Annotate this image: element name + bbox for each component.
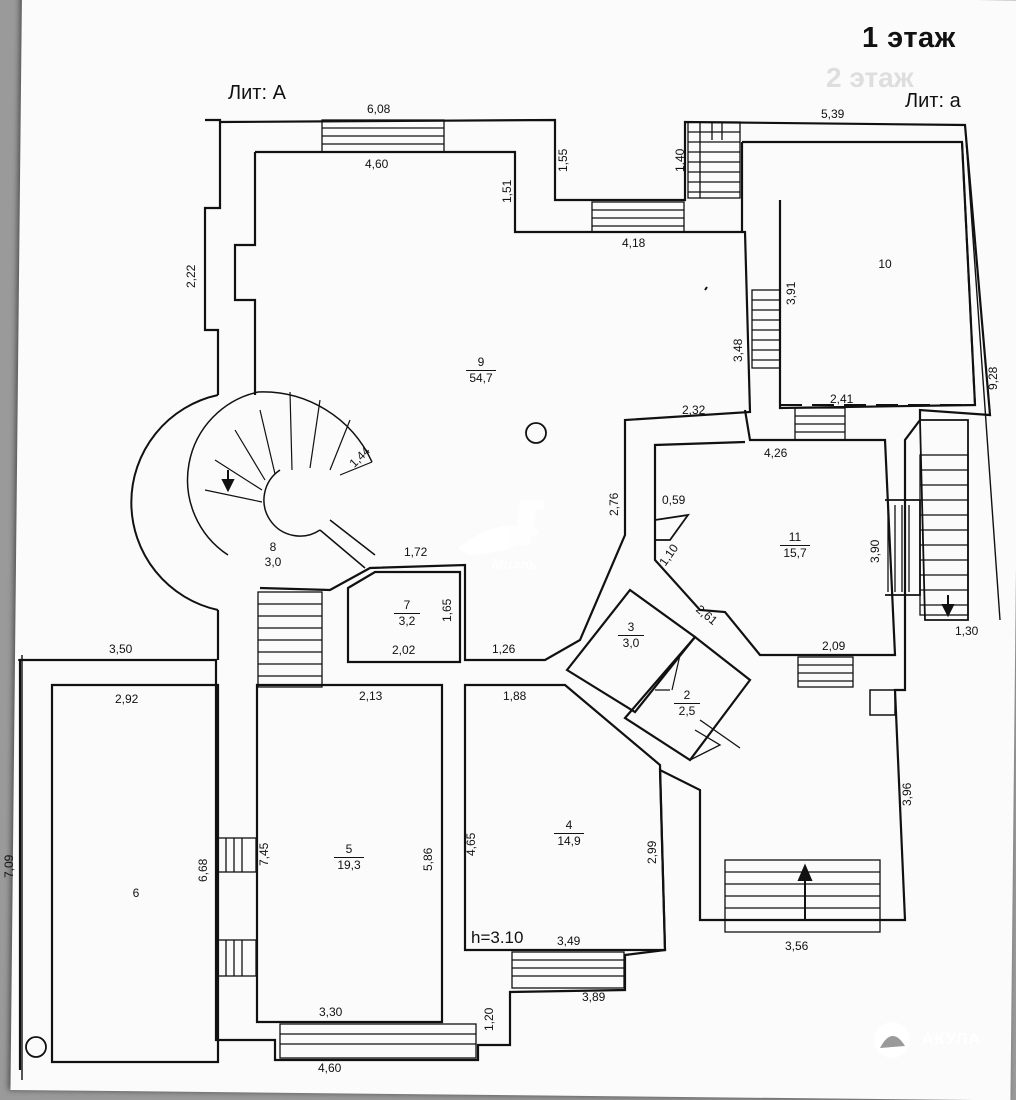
dim-label: 1,30 [955, 624, 979, 638]
hall-wall [255, 150, 752, 662]
dim-label: 2,32 [682, 403, 706, 417]
window-left-2 [217, 939, 257, 977]
dim-label: 3,50 [109, 642, 133, 656]
dim-label: 1,20 [482, 1007, 496, 1031]
dim-label: 3,30 [319, 1005, 343, 1019]
dim-label: 7,45 [257, 842, 271, 866]
stairs-top-annex [687, 121, 741, 199]
lit-label-a-lower: Лит: а [905, 90, 961, 112]
dim-label: 0,59 [662, 493, 686, 507]
dim-label: 4,65 [464, 832, 478, 856]
dim-label: 2,41 [830, 392, 854, 406]
dim-label: 4,60 [318, 1061, 342, 1075]
dim-label: 2,02 [392, 643, 416, 657]
dim-label: 1,55 [556, 148, 570, 172]
dim-label: 4,60 [365, 157, 389, 171]
dim-label: 7,09 [2, 854, 16, 878]
window-top [321, 119, 445, 153]
window-mid [591, 201, 685, 233]
dim-label: 3,90 [868, 539, 882, 563]
akula-logo [874, 1022, 910, 1058]
ghost-title: 2 этаж [826, 62, 914, 93]
dim-label: 5,39 [821, 107, 845, 121]
room-label-10: 10 [878, 257, 892, 271]
dim-label: 3,89 [582, 990, 606, 1004]
dim-label: 3,48 [731, 338, 745, 362]
window-left-1 [217, 837, 257, 873]
dim-label: 1,65 [440, 598, 454, 622]
outer-wall [18, 118, 992, 1070]
stairs-right-inner [887, 505, 910, 592]
room-label-6: 6 [132, 886, 140, 900]
dim-label: 1,26 [492, 642, 516, 656]
room5-wall [255, 683, 444, 1024]
dim-label: 3,56 [785, 939, 809, 953]
window-annex-bottom [794, 407, 846, 441]
dim-label: 5,86 [421, 847, 435, 871]
stairs-under-spiral [257, 591, 323, 688]
room2-wall [623, 635, 752, 762]
stairs-annex-left [751, 289, 781, 369]
dim-label: 4,26 [764, 446, 788, 460]
dim-label: 6,08 [367, 102, 391, 116]
dim-label: 1,51 [500, 179, 514, 203]
room4-wall [463, 683, 667, 952]
page-title: 1 этаж [862, 22, 956, 54]
watermark-text: Миэль [492, 556, 537, 572]
dim-label: 3,49 [557, 934, 581, 948]
ceiling-height-label: h=3.10 [471, 928, 524, 947]
room7-wall [346, 570, 462, 664]
brand-text: АКУЛА [922, 1031, 981, 1048]
dim-label: 2,99 [645, 840, 659, 864]
dim-label: 4,18 [622, 236, 646, 250]
window-room5-bottom [279, 1023, 477, 1059]
dim-label: 2,22 [184, 264, 198, 288]
stairs-right [919, 454, 969, 616]
dim-label: 3,96 [900, 782, 914, 806]
dim-label: 9,28 [986, 366, 1000, 390]
door-rooms-2 [689, 719, 741, 761]
dim-label: 3,91 [784, 281, 798, 305]
dim-label: 2,13 [359, 689, 383, 703]
dim-label: 1,40 [673, 148, 687, 172]
dim-label: 2,92 [115, 692, 139, 706]
dim-label: 2,09 [822, 639, 846, 653]
dim-label: 1,72 [404, 545, 428, 559]
dim-label: 1,88 [503, 689, 527, 703]
room6-wall [50, 683, 220, 1064]
miel-logo [458, 500, 545, 555]
dim-label: 6,68 [196, 858, 210, 882]
lit-label-a: Лит: А [228, 82, 286, 104]
window-room4-bottom [511, 951, 625, 989]
window-room11-bottom [797, 656, 854, 688]
dim-label: 2,76 [607, 492, 621, 516]
